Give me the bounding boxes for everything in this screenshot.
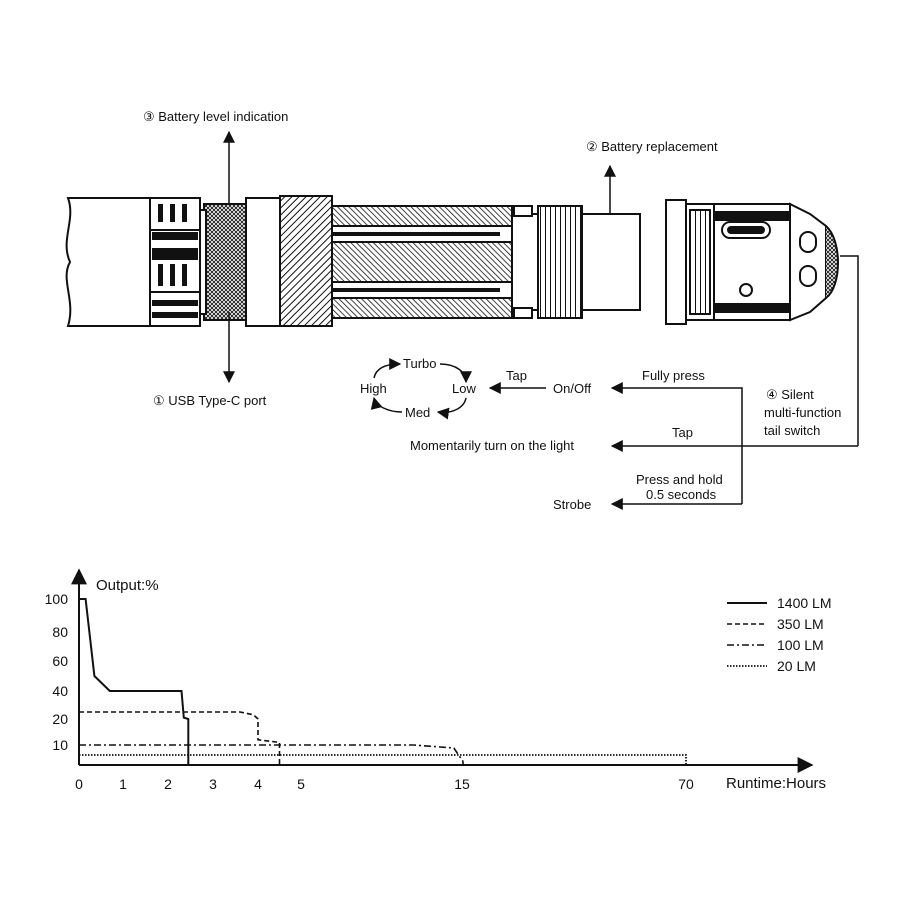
cycle-arrow-low-med [436, 397, 467, 420]
cycle-arrow-turbo-low [439, 363, 472, 384]
series-line-1400-lm [79, 598, 190, 765]
y-tick-20: 20 [52, 711, 68, 727]
tail-switch-label-3: tail switch [764, 423, 820, 438]
flashlight-head [65, 197, 151, 327]
press-hold-label-2: 0.5 seconds [646, 487, 717, 502]
legend-label-1400-lm: 1400 LM [777, 595, 831, 611]
body-tube [331, 205, 513, 319]
legend-label-350-lm: 350 LM [777, 616, 824, 632]
fully-press-arrow [610, 382, 743, 504]
mode-high: High [360, 381, 387, 396]
mode-turbo: Turbo [403, 356, 436, 371]
legend-label-100-lm: 100 LM [777, 637, 824, 653]
y-axis-title: Output:% [96, 577, 159, 594]
tap-momentary-label: Tap [672, 425, 693, 440]
cycle-arrow-high-turbo [373, 358, 402, 379]
x-tick-1: 1 [119, 776, 127, 792]
strobe-label: Strobe [553, 497, 591, 512]
body-neck [511, 213, 539, 311]
battery-level-label: ③ Battery level indication [143, 109, 288, 124]
head-grip-slots [152, 204, 198, 318]
tail-switch-label-1: ④ Silent [766, 387, 814, 402]
mode-med: Med [405, 405, 430, 420]
tail-cap [665, 199, 839, 325]
tap-cycle-label: Tap [506, 368, 527, 383]
body-grip [279, 195, 333, 327]
x-axis-title: Runtime:Hours [726, 775, 826, 792]
body-collar [245, 197, 281, 327]
legend-label-20-lm: 20 LM [777, 658, 816, 674]
x-tick-2: 2 [164, 776, 172, 792]
y-tick-100: 100 [45, 591, 69, 607]
y-tick-40: 40 [52, 683, 68, 699]
momentary-label: Momentarily turn on the light [410, 438, 574, 453]
operation-flow [370, 358, 858, 510]
x-tick-15: 15 [454, 776, 470, 792]
y-tick-10: 10 [52, 737, 68, 753]
x-tick-3: 3 [209, 776, 217, 792]
tail-switch-label-2: multi-function [764, 405, 841, 420]
x-tick-70: 70 [678, 776, 694, 792]
flashlight-drawing [65, 195, 859, 446]
y-tick-labels: 100 80 60 40 20 10 [45, 591, 69, 753]
x-tick-4: 4 [254, 776, 262, 792]
y-tick-80: 80 [52, 624, 68, 640]
callouts: ③ Battery level indication ② Battery rep… [143, 109, 841, 438]
battery-replacement-label: ② Battery replacement [586, 139, 718, 154]
cycle-arrow-med-high [370, 396, 403, 413]
x-tick-0: 0 [75, 776, 83, 792]
press-hold-label-1: Press and hold [636, 472, 723, 487]
fully-press-label: Fully press [642, 368, 705, 383]
usb-port-label: ① USB Type-C port [153, 393, 267, 408]
runtime-chart: Output:% Runtime:Hours 100 80 60 40 20 10 0 1 2… [45, 568, 831, 792]
series-line-350-lm [79, 711, 281, 765]
x-tick-labels: 0 1 2 3 4 5 15 70 [75, 776, 694, 792]
x-tick-5: 5 [297, 776, 305, 792]
tail-threads [537, 205, 583, 319]
series-line-100-lm [79, 744, 464, 766]
chart-legend: 1400 LM 350 LM 100 LM 20 LM [727, 595, 831, 674]
tail-switch-leader [840, 255, 859, 446]
battery-level-ring [203, 203, 247, 321]
series-line-20-lm [79, 754, 687, 765]
operation-labels: Turbo Low Med High Tap On/Off Fully pres… [360, 356, 723, 512]
y-tick-60: 60 [52, 653, 68, 669]
mode-low: Low [452, 381, 476, 396]
battery [581, 213, 641, 311]
series-lines [79, 598, 687, 766]
on-off-label: On/Off [553, 381, 591, 396]
